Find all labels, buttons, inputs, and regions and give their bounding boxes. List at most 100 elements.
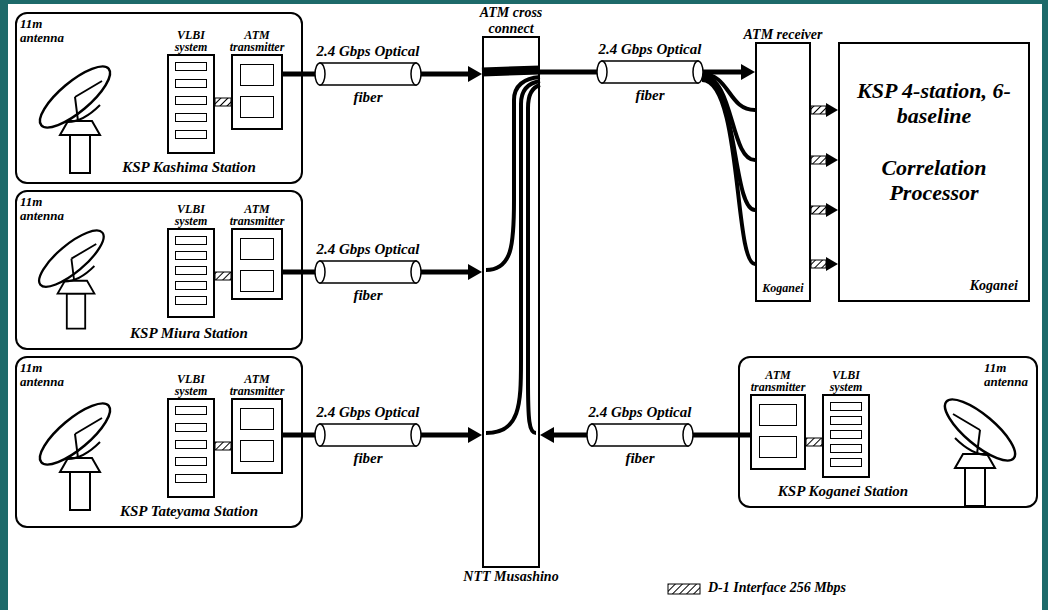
optical-fiber-link	[540, 424, 750, 446]
atm-transmitter-box: ATM transmitter	[231, 54, 283, 130]
node-text: Correlation Processor	[850, 155, 1018, 206]
d1-interface-link	[811, 103, 838, 117]
d1-interface-link	[811, 257, 838, 271]
legend-swatch	[668, 584, 700, 594]
arrowhead	[826, 257, 838, 271]
rack-slot	[175, 281, 207, 290]
cross-connect-box: ATM cross connectNTT Musashino	[482, 36, 540, 568]
node-text: ATM transmitter	[225, 373, 289, 398]
fiber-cable	[320, 261, 416, 283]
cross-connect-paths	[482, 70, 755, 433]
arrowhead	[826, 153, 838, 167]
transmitter-panel	[240, 96, 274, 118]
vlbi-rack: VLBI system	[167, 228, 215, 318]
optical-fiber-link	[540, 61, 755, 83]
rack-slot	[175, 296, 207, 305]
edge-label: 2.4 Gbps Optical fiber	[313, 226, 423, 318]
antenna-label: 11m antenna	[20, 17, 75, 44]
node-text: NTT Musashino	[463, 569, 559, 584]
d1-interface-link	[215, 442, 231, 450]
rack-slot	[175, 236, 207, 245]
rack-slot	[175, 406, 207, 415]
d1-hatched-bar	[215, 98, 231, 106]
fiber-cable-end	[597, 61, 607, 83]
node-text: KSP Tateyama Station	[77, 503, 301, 520]
legend-text: D-1 Interface 256 Mbps	[708, 580, 846, 596]
edge-label: 2.4 Gbps Optical fiber	[313, 28, 423, 120]
node-text: KSP Koganei Station	[740, 483, 946, 500]
optical-fiber-link	[283, 424, 482, 446]
d1-interface-link	[215, 98, 231, 106]
fiber-cable	[592, 424, 688, 446]
transmitter-panel	[759, 404, 797, 426]
rack-slot	[175, 251, 207, 260]
rack-slot	[175, 96, 207, 105]
arrowhead	[468, 264, 482, 280]
rack-slot	[175, 79, 207, 88]
d1-hatched-bar	[811, 106, 826, 114]
antenna-drawing	[32, 222, 112, 329]
rack-slot	[830, 402, 862, 411]
d1-interface-link	[811, 203, 838, 217]
rack-slot	[175, 266, 207, 275]
optical-fiber-link	[283, 63, 482, 85]
transmitter-panel	[240, 238, 274, 260]
d1-interface-link	[806, 438, 822, 446]
antenna-label: 11m antenna	[20, 361, 75, 388]
rack-slot	[175, 457, 207, 466]
d1-hatched-bar	[811, 156, 826, 164]
node-text: ATM transmitter	[225, 203, 289, 228]
edge-label: 2.4 Gbps Optical fiber	[585, 389, 695, 481]
arrowhead	[468, 66, 482, 82]
fiber-cable-end	[693, 61, 703, 83]
arrowhead	[826, 203, 838, 217]
vlbi-rack: VLBI system	[822, 394, 870, 478]
rack-slot	[175, 423, 207, 432]
arrowhead	[468, 427, 482, 443]
fiber-cable-end	[587, 424, 597, 446]
fiber-cable-end	[315, 261, 325, 283]
transmitter-panel	[759, 436, 797, 458]
vlbi-rack: VLBI system	[167, 54, 215, 154]
node-text: KSP Kashima Station	[77, 159, 301, 176]
atm-receiver-box: ATM receiverKoganei	[755, 42, 811, 302]
d1-hatched-bar	[215, 272, 231, 280]
arrowhead	[540, 427, 554, 443]
node-text: VLBI system	[165, 203, 217, 228]
rack-slot	[175, 113, 207, 122]
transmitter-panel	[240, 408, 274, 430]
atm-transmitter-box: ATM transmitter	[231, 398, 283, 474]
node-text: ATM cross connect	[463, 5, 559, 36]
rack-slot	[175, 440, 207, 449]
antenna-label: 11m antenna	[20, 195, 75, 222]
fiber-cable-end	[315, 63, 325, 85]
node-text: ATM transmitter	[744, 369, 812, 394]
node-text: VLBI system	[820, 369, 872, 394]
fiber-cable-end	[683, 424, 693, 446]
atm-transmitter-box: ATM transmitter	[231, 228, 283, 300]
antenna-drawing	[32, 57, 119, 173]
transmitter-panel	[240, 270, 274, 292]
d1-hatched-bar	[806, 438, 822, 446]
arrowhead	[826, 103, 838, 117]
d1-interface-link	[215, 272, 231, 280]
node-text: ATM transmitter	[225, 29, 289, 54]
fiber-cable-end	[411, 63, 421, 85]
edge-label: 2.4 Gbps Optical fiber	[595, 26, 705, 118]
correlation-processor-box: KSP 4-station, 6-baselineCorrelation Pro…	[838, 42, 1030, 302]
rack-slot	[175, 474, 207, 483]
transmitter-panel	[240, 440, 274, 462]
d1-interface-link	[811, 153, 838, 167]
atm-transmitter-box: ATM transmitter	[750, 394, 806, 470]
d1-hatched-bar	[811, 260, 826, 268]
rack-slot	[830, 430, 862, 439]
fiber-cable	[320, 424, 416, 446]
antenna-drawing	[32, 394, 119, 510]
d1-hatched-bar	[811, 206, 826, 214]
fiber-cable	[602, 61, 698, 83]
node-text: VLBI system	[165, 29, 217, 54]
node-text: Koganei	[970, 278, 1018, 294]
arrowhead	[741, 64, 755, 80]
rack-slot	[830, 458, 862, 467]
node-text: KSP 4-station, 6-baseline	[850, 78, 1018, 129]
